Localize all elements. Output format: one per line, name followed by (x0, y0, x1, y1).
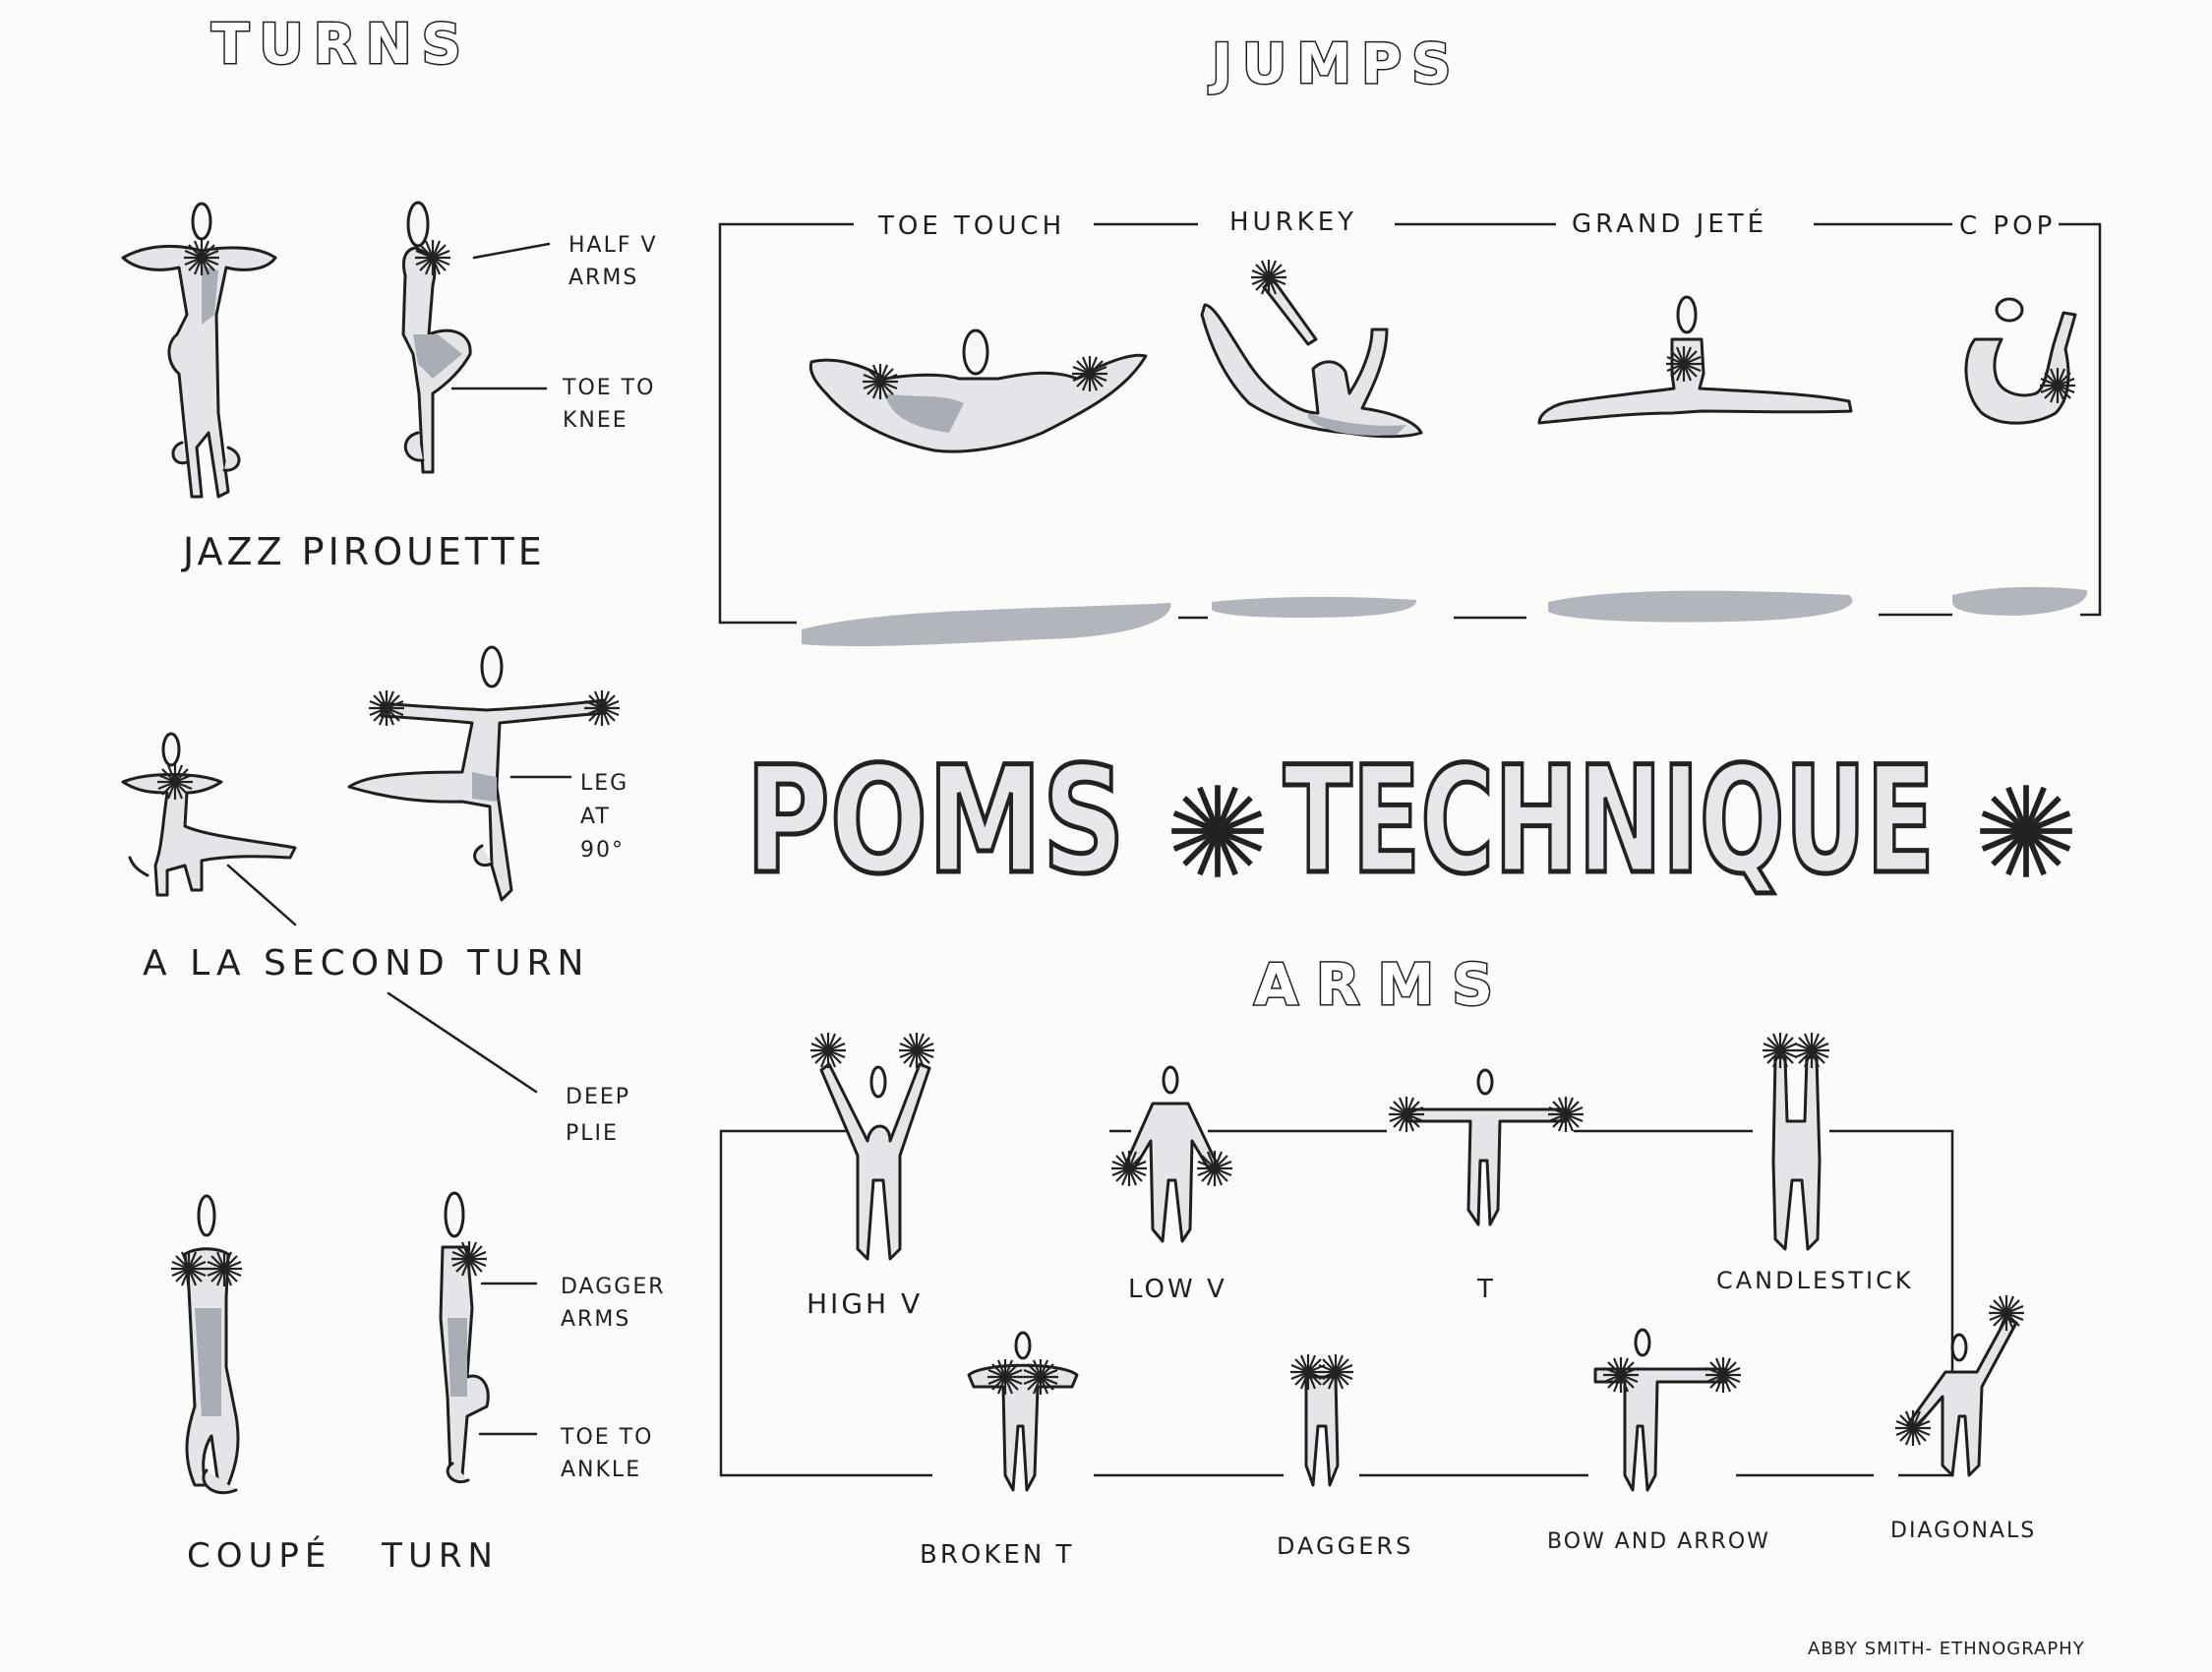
bow-and-arrow-label: BOW AND ARROW (1547, 1531, 1770, 1553)
t-figure (1389, 1070, 1584, 1224)
jazz-pirouette-side-figure (403, 203, 470, 472)
title-technique: TECHNIQUE (1284, 747, 1935, 895)
high-v-figure (810, 1033, 934, 1259)
leader-lines (228, 244, 570, 1434)
daggers-figure (1290, 1354, 1353, 1485)
candlestick-figure (1763, 1033, 1829, 1249)
coupe-front-figure (171, 1196, 242, 1493)
grand-jete-label: GRAND JETÉ (1572, 211, 1767, 237)
broken-t-figure (969, 1333, 1077, 1490)
title-poms: POMS (746, 747, 1125, 895)
c-pop-label: C POP (1959, 213, 2056, 239)
half-v-arms-note: HALF V ARMS (568, 229, 677, 294)
title-pom-left (1171, 785, 1264, 877)
hurkey-figure (1202, 260, 1421, 437)
a-la-second-extended-figure (349, 647, 620, 900)
bow-and-arrow-figure (1595, 1330, 1741, 1490)
turns-heading: TURNS (211, 18, 471, 73)
c-pop-shadow (1952, 587, 2087, 616)
high-v-label: HIGH V (807, 1290, 923, 1318)
jazz-pirouette-label: JAZZ PIROUETTE (183, 533, 546, 570)
dagger-arms-note: DAGGER ARMS (561, 1271, 669, 1336)
title-pom-right (1980, 785, 2072, 877)
diagonals-figure (1895, 1295, 2024, 1475)
hurkey-shadow (1212, 597, 1416, 618)
low-v-figure (1111, 1067, 1232, 1241)
jazz-pirouette-front-figure (123, 204, 275, 497)
jumps-heading: JUMPS (1212, 37, 1461, 92)
grand-jete-figure (1539, 297, 1851, 423)
c-pop-figure (1966, 299, 2075, 423)
daggers-label: DAGGERS (1277, 1534, 1413, 1558)
coupe-turn-label: COUPÉ TURN (187, 1539, 499, 1573)
arms-heading: ARMS (1254, 956, 1511, 1013)
diagonals-label: DIAGONALS (1890, 1521, 2036, 1542)
grand-jete-shadow (1548, 591, 1852, 623)
t-label: T (1477, 1277, 1493, 1302)
hurkey-label: HURKEY (1229, 209, 1357, 235)
toe-to-knee-note: TOE TO KNEE (563, 372, 671, 437)
coupe-side-figure (441, 1193, 488, 1482)
broken-t-label: BROKEN T (920, 1542, 1074, 1568)
a-la-second-turn-label: A LA SECOND TURN (143, 946, 589, 982)
toe-touch-shadow (802, 603, 1170, 646)
a-la-second-crouch-figure (123, 734, 295, 895)
leg-at-90-note: LEG AT 90° (580, 767, 639, 867)
toe-to-ankle-note: TOE TO ANKLE (561, 1421, 669, 1486)
candlestick-label: CANDLESTICK (1716, 1269, 1914, 1292)
author-credit: ABBY SMITH- ETHNOGRAPHY (1808, 1641, 2085, 1658)
toe-touch-figure (810, 330, 1146, 451)
deep-plie-note: DEEP PLIE (566, 1079, 644, 1153)
low-v-label: LOW V (1128, 1277, 1227, 1302)
toe-touch-label: TOE TOUCH (878, 213, 1065, 239)
